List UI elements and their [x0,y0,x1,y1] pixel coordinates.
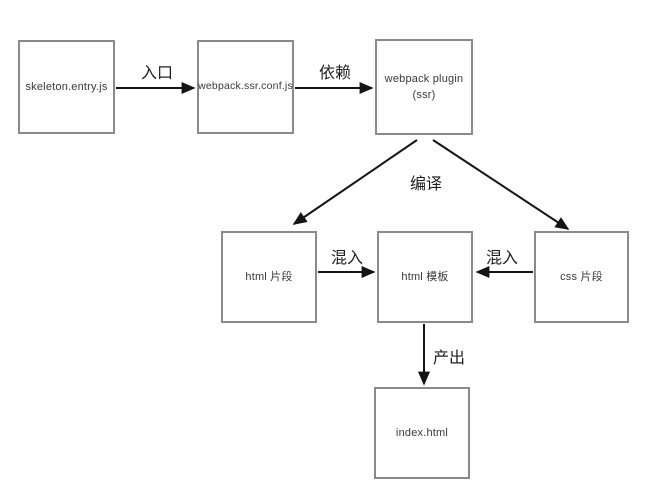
node-skeleton-entry-js: skeleton.entry.js [18,40,115,134]
node-label: webpack.ssr.conf.js [198,80,293,93]
node-webpack-ssr-conf-js: webpack.ssr.conf.js [197,40,294,134]
edge-label-mixin-left: 混入 [330,250,364,267]
node-label: html 模板 [401,270,449,283]
edge-label-dependency: 依赖 [318,65,352,82]
node-label: index.html [395,426,449,439]
node-label: skeleton.entry.js [25,80,108,93]
arrow-compile-right [432,139,570,230]
node-html-fragment: html 片段 [221,231,317,323]
node-label: css 片段 [560,270,603,283]
node-label: webpack plugin [384,72,464,85]
node-index-html: index.html [374,387,470,479]
edge-label-output: 产出 [432,350,466,367]
edge-label-compile: 编译 [409,176,443,193]
node-html-template: html 模板 [377,231,473,323]
node-css-fragment: css 片段 [534,231,629,323]
arrow-compile-left [292,139,418,225]
node-webpack-plugin-ssr: webpack plugin (ssr) [375,39,473,135]
node-label: html 片段 [245,270,293,283]
edge-label-entry: 入口 [140,65,174,82]
node-sublabel: (ssr) [412,89,436,101]
edge-label-mixin-right: 混入 [485,250,519,267]
